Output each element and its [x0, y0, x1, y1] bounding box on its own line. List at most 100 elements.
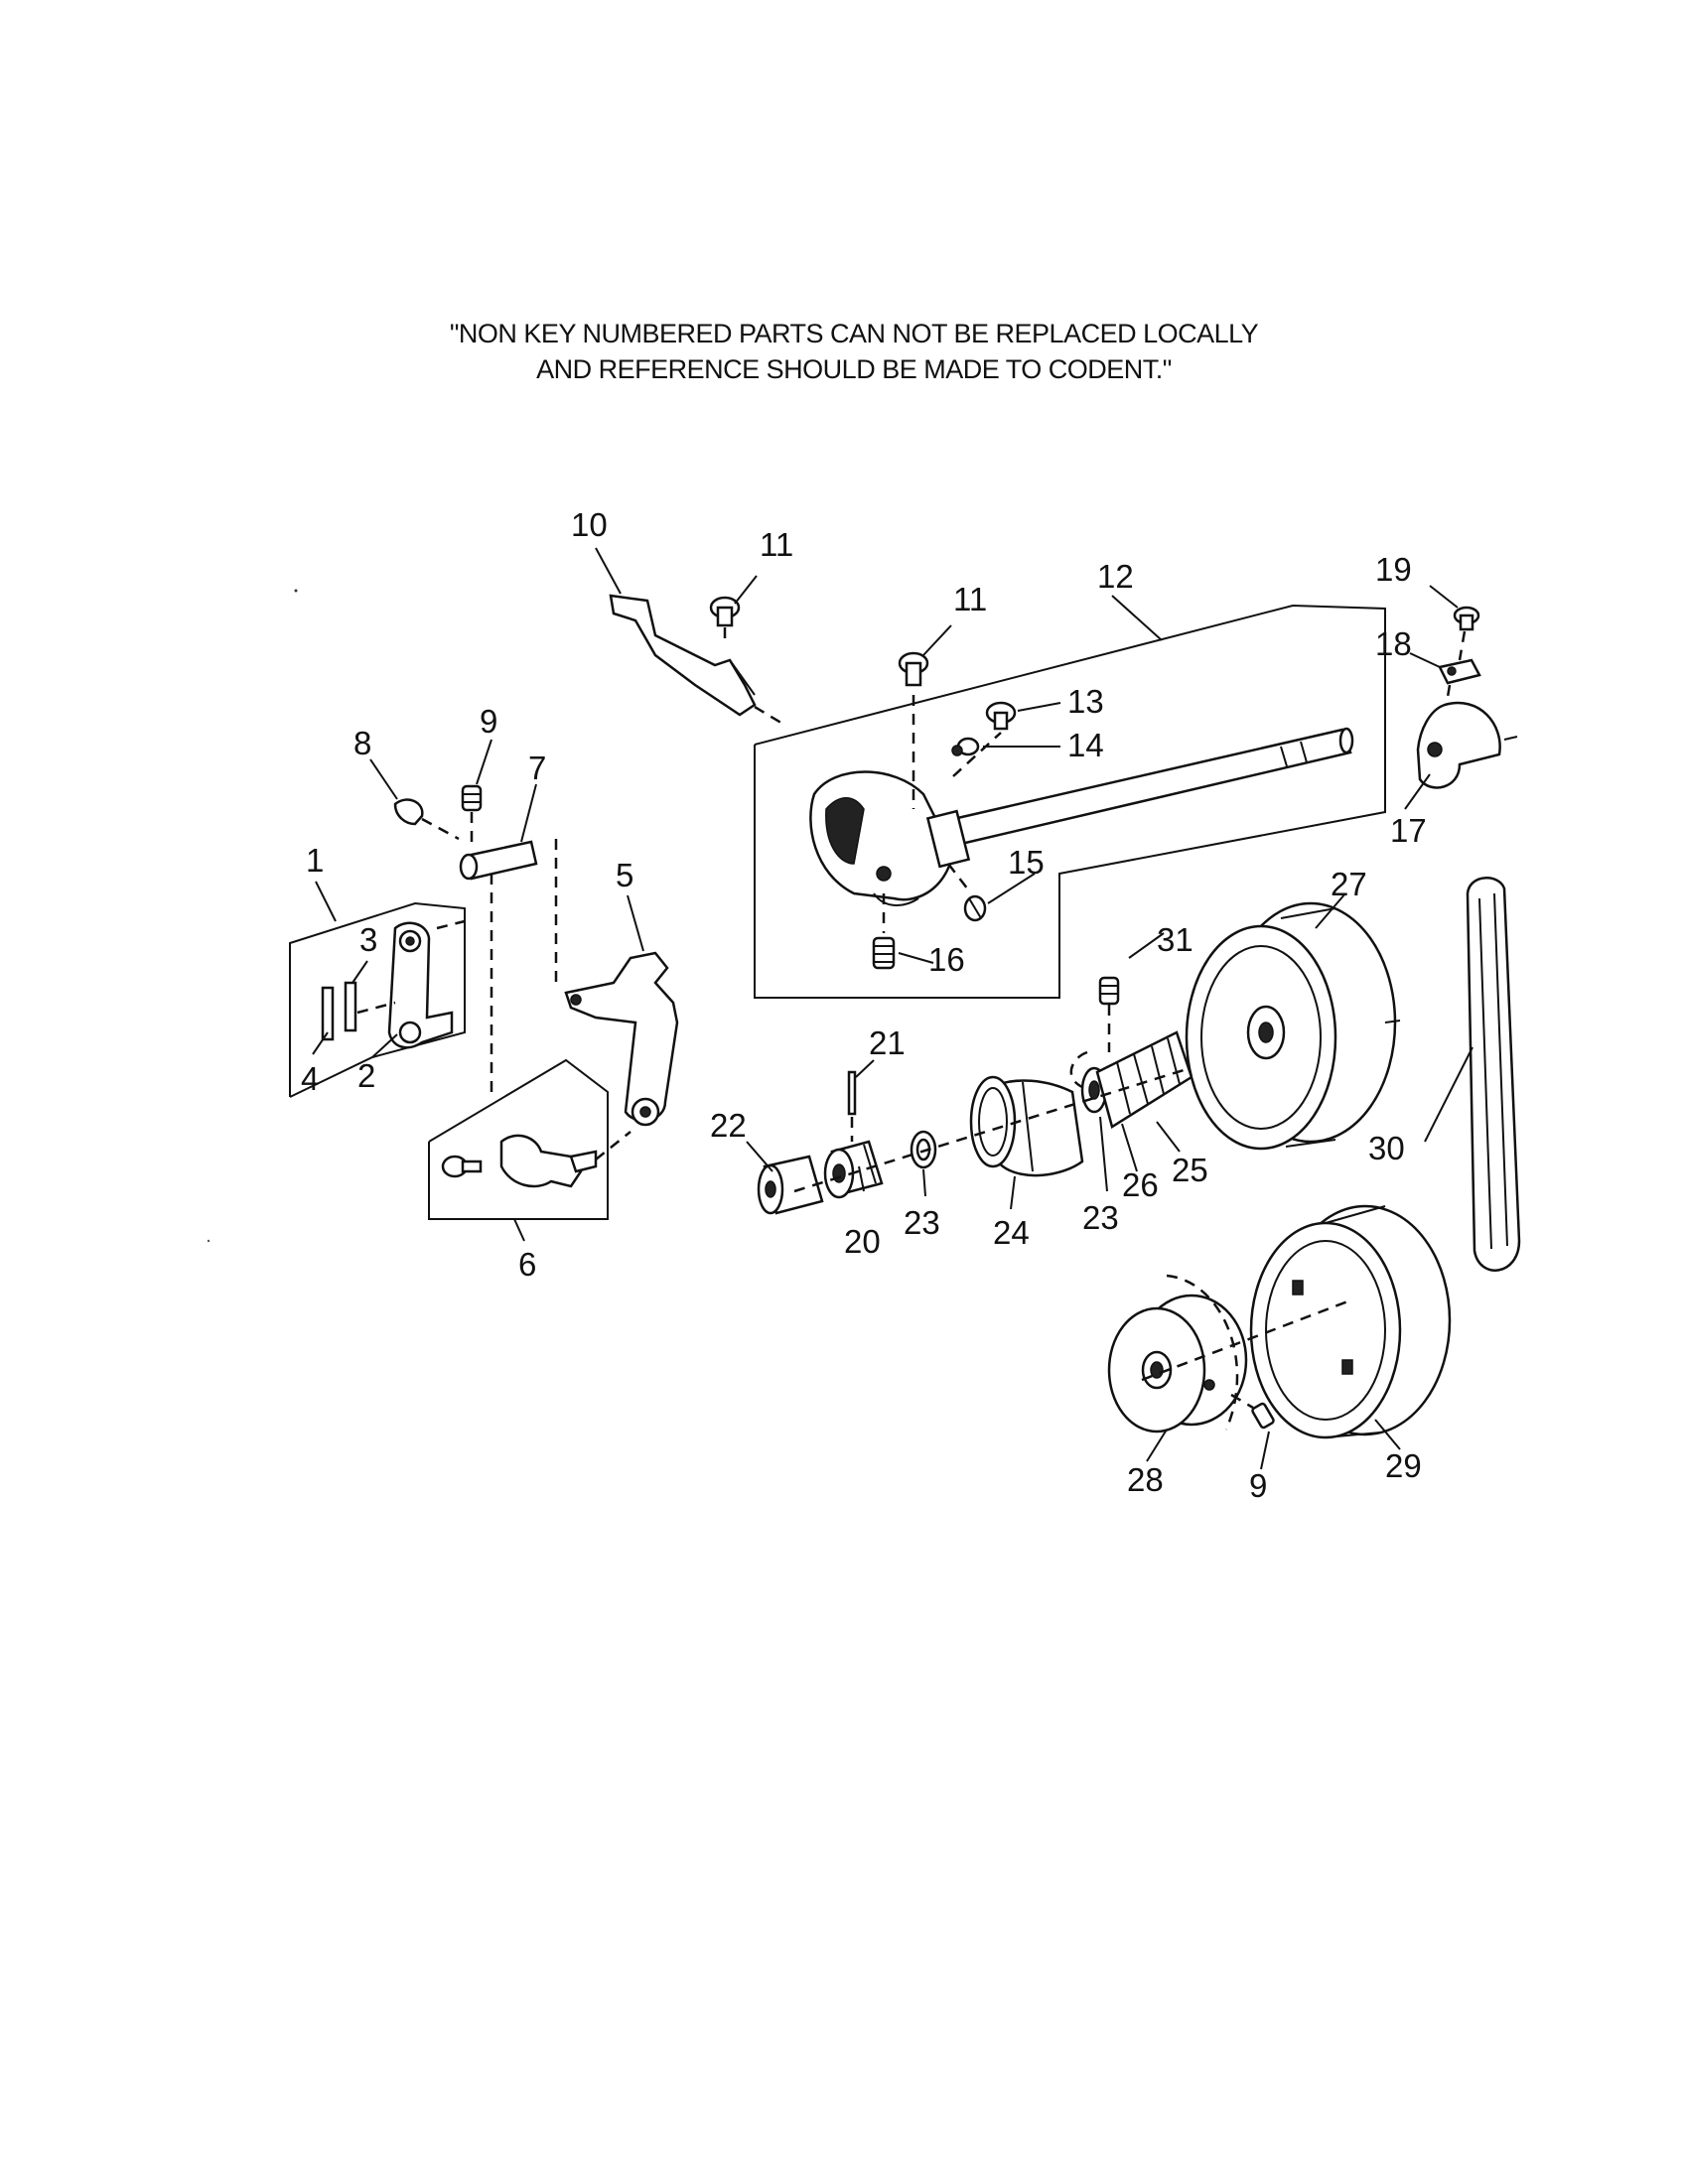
leader-3 — [351, 960, 368, 984]
leader-18 — [1409, 652, 1441, 668]
leader-1 — [315, 881, 337, 922]
leader-31 — [1128, 932, 1165, 959]
leader-28 — [1146, 1429, 1168, 1462]
non-replaceable-parts-note: "NON KEY NUMBERED PARTS CAN NOT BE REPLA… — [417, 316, 1291, 387]
leader-23-left — [922, 1168, 926, 1197]
callout-28: 28 — [1127, 1461, 1164, 1498]
callout-10: 10 — [571, 506, 608, 543]
screw-13 — [985, 701, 1017, 731]
leader-27 — [1315, 892, 1346, 929]
callout-9-upper: 9 — [480, 703, 497, 740]
center-axis-dashed — [793, 1050, 1242, 1193]
callout-7: 7 — [528, 750, 546, 786]
callout-8: 8 — [353, 725, 371, 761]
leader-6 — [513, 1218, 525, 1242]
leader-2 — [371, 1033, 398, 1058]
leader-5 — [627, 894, 644, 952]
screw-14 — [951, 737, 980, 756]
screw-11-upper — [709, 596, 741, 645]
callout-23-left: 23 — [904, 1204, 940, 1241]
callout-3: 3 — [359, 921, 377, 958]
leader-17 — [1404, 773, 1431, 810]
washer-23-left — [910, 1130, 937, 1169]
callout-2: 2 — [357, 1057, 375, 1094]
set-screw-15 — [963, 894, 987, 922]
leader-16 — [898, 952, 934, 964]
link-2 — [387, 921, 454, 1049]
leader-11-upper — [734, 575, 758, 605]
note-line-2: AND REFERENCE SHOULD BE MADE TO CODENT." — [536, 354, 1172, 384]
hook-crank — [809, 770, 971, 906]
leader-dashed-13 — [952, 732, 1002, 777]
pin-4 — [321, 986, 335, 1041]
dashed-arc-25 — [1069, 1050, 1088, 1089]
lever-17 — [1416, 701, 1518, 789]
leader-21 — [855, 1059, 875, 1078]
hub-28 — [1107, 1294, 1248, 1433]
callout-17: 17 — [1390, 812, 1427, 849]
leader-26 — [1121, 1123, 1138, 1172]
callout-18: 18 — [1375, 625, 1412, 662]
ring-gear-24 — [969, 1075, 1084, 1177]
spring-25 — [1095, 1030, 1193, 1129]
leader-15 — [987, 873, 1036, 904]
callout-23-right: 23 — [1082, 1199, 1119, 1236]
callout-27: 27 — [1331, 866, 1367, 902]
callout-19: 19 — [1375, 551, 1412, 588]
leader-22 — [746, 1141, 773, 1172]
screw-19 — [1453, 606, 1480, 631]
leader-11-shaft — [922, 624, 952, 656]
callout-21: 21 — [869, 1024, 906, 1061]
callout-11-upper: 11 — [760, 526, 793, 563]
callout-1: 1 — [306, 842, 324, 879]
leader-dashed-pins — [356, 1001, 396, 1015]
callout-22: 22 — [710, 1107, 747, 1144]
callout-16: 16 — [928, 941, 965, 978]
pin-3 — [344, 981, 357, 1032]
callout-29: 29 — [1385, 1447, 1422, 1484]
group-6-outline — [428, 1058, 609, 1220]
set-screw-9-upper — [461, 784, 483, 812]
bracket-10 — [609, 594, 785, 727]
callout-11-shaft: 11 — [953, 581, 987, 617]
callout-15: 15 — [1008, 844, 1045, 881]
pulley-27 — [1185, 901, 1401, 1151]
bushing-22 — [757, 1155, 824, 1215]
leader-24 — [1010, 1175, 1016, 1210]
screw-11-shaft — [898, 651, 929, 687]
gear-20 — [823, 1140, 884, 1199]
callout-26: 26 — [1122, 1166, 1159, 1203]
callout-30: 30 — [1368, 1130, 1405, 1166]
callout-24: 24 — [993, 1214, 1030, 1251]
set-screw-9-lower — [1251, 1402, 1275, 1430]
crank-6 — [441, 1134, 598, 1188]
leader-25 — [1156, 1121, 1181, 1153]
leader-dashed-link — [436, 919, 466, 930]
clamp-18 — [1438, 658, 1481, 685]
leader-dashed-8 — [421, 817, 460, 841]
leader-8 — [369, 758, 398, 800]
leader-9-lower — [1260, 1431, 1270, 1470]
nut-8 — [393, 798, 424, 826]
pin-21 — [847, 1070, 857, 1116]
leader-dashed-9-lower — [1230, 1393, 1254, 1410]
leader-10 — [595, 547, 622, 595]
leader-dashed-15 — [947, 863, 972, 894]
leader-dashed-19 — [1458, 630, 1467, 661]
callout-6: 6 — [518, 1246, 536, 1283]
callout-25: 25 — [1172, 1152, 1208, 1188]
leader-30 — [1424, 1046, 1474, 1143]
set-screw-16 — [872, 936, 896, 970]
leader-20 — [858, 1165, 865, 1192]
callout-9-lower: 9 — [1249, 1467, 1267, 1504]
leader-9-upper — [476, 739, 492, 785]
leader-23-right — [1099, 1116, 1108, 1192]
scan-dot — [207, 1239, 210, 1243]
leader-13 — [1017, 702, 1061, 712]
callout-13: 13 — [1067, 683, 1104, 720]
leader-7 — [520, 783, 537, 843]
leader-12 — [1111, 595, 1163, 641]
note-line-1: "NON KEY NUMBERED PARTS CAN NOT BE REPLA… — [449, 319, 1259, 348]
dashed-arc-28 — [1166, 1274, 1239, 1431]
